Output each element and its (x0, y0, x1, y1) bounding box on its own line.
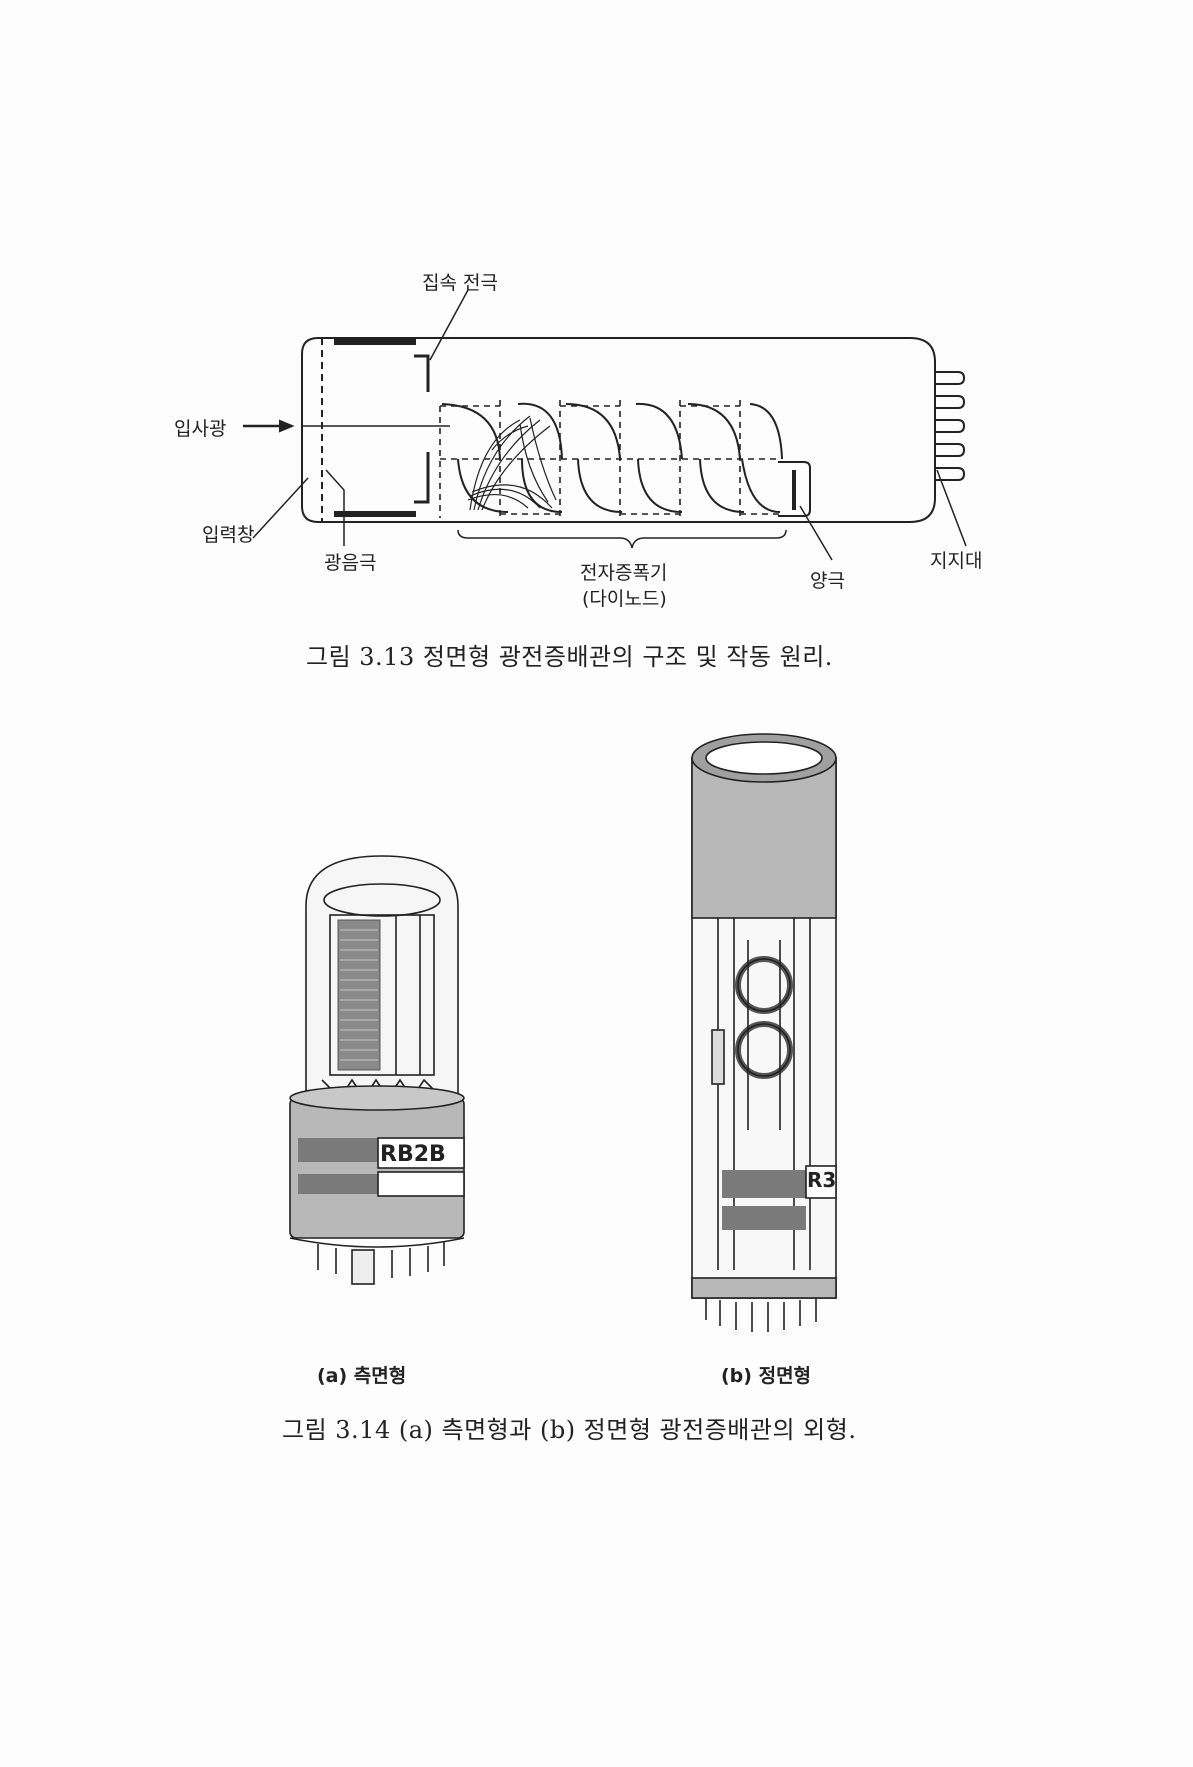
label-band-top (298, 1138, 378, 1162)
tube-b-pins (705, 1298, 817, 1332)
tube-a-label: RB2B (380, 1142, 446, 1167)
cathode-cap (691, 757, 837, 919)
tube-a-pins (317, 1242, 445, 1285)
anode-label: 양극 (810, 570, 845, 592)
input-window-label: 입력창 (202, 524, 255, 546)
glass-bulb (305, 855, 459, 1094)
dynode-label-line2: (다이노드) (582, 588, 667, 610)
base-ring (691, 1277, 837, 1299)
figure-3-14-illustration (289, 733, 837, 1332)
label-band-bottom (298, 1174, 378, 1194)
subcaption-b: (b) 정면형 (721, 1365, 812, 1387)
tube-envelope (301, 337, 936, 523)
stem-label: 지지대 (930, 550, 983, 572)
label-box-b (805, 1165, 837, 1199)
label-band-top-b (722, 1170, 806, 1198)
figure-3-13-caption: 그림 3.13 정면형 광전증배관의 구조 및 작동 원리. (306, 643, 833, 671)
incident-light-label: 입사광 (174, 418, 227, 440)
subcaption-a: (a) 측면형 (317, 1365, 407, 1387)
dynode-label-line1: 전자증폭기 (580, 562, 668, 584)
side-on-tube (289, 855, 465, 1285)
tube-b-label: R3 (807, 1168, 837, 1192)
dynode-cage (329, 914, 435, 1076)
photocathode-label: 광음극 (324, 552, 377, 574)
label-box (377, 1137, 465, 1169)
dynode-brace (457, 529, 787, 549)
focusing-electrode-label: 집속 전극 (422, 272, 498, 294)
label-band-bottom-b (722, 1206, 806, 1230)
focusing-electrode (414, 354, 430, 504)
figure-3-13-diagram (243, 289, 967, 561)
stem-pins (935, 371, 966, 481)
head-on-tube (691, 733, 837, 1332)
figure-3-14-caption: 그림 3.14 (a) 측면형과 (b) 정면형 광전증배관의 외형. (282, 1416, 857, 1444)
